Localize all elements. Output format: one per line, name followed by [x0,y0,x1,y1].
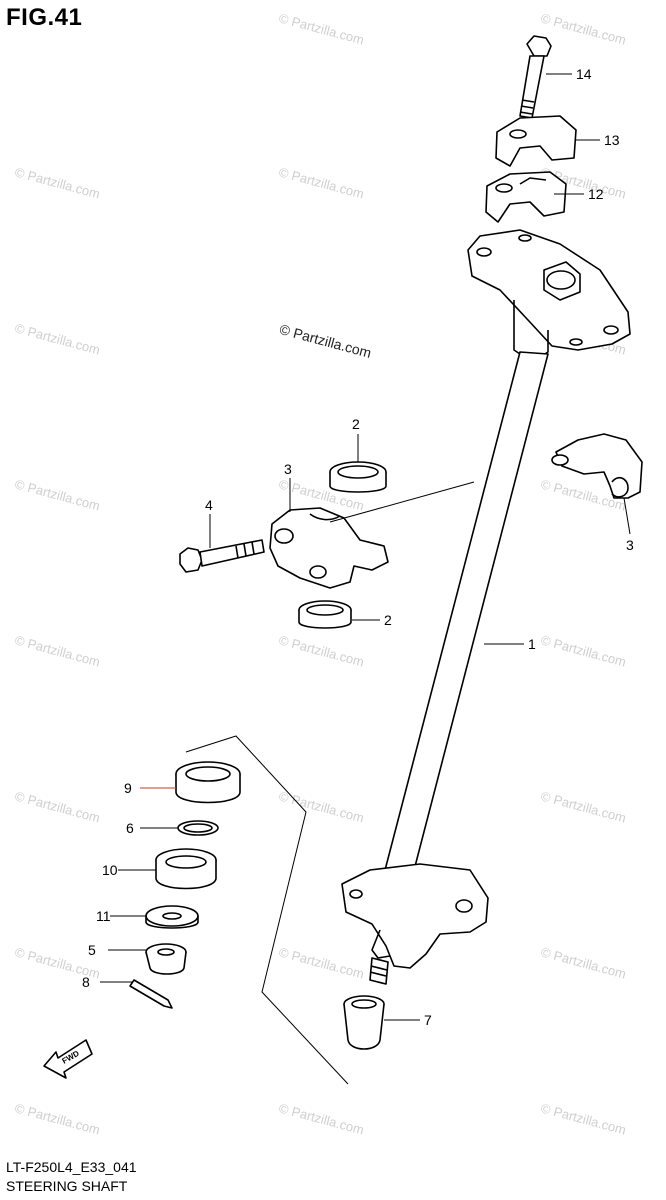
part-9-washer[interactable] [145,905,199,929]
model-code: LT-F250L4_E33_041 [6,1159,137,1175]
watermark: © Partzilla.com [539,10,628,47]
section-title: STEERING SHAFT [6,1178,128,1194]
part-12-lower-clamp[interactable] [485,171,567,223]
watermark: © Partzilla.com [13,164,102,201]
watermark: © Partzilla.com [13,632,102,669]
callout-12[interactable]: 12 [588,186,604,202]
part-3-left-holder[interactable] [269,507,389,589]
centerline [329,481,475,523]
callout-layer: 14 13 12 2 3 4 3 2 1 9 6 10 11 [82,66,634,1028]
callout-14[interactable]: 14 [576,66,592,82]
watermark: © Partzilla.com [539,788,628,825]
callout-11[interactable]: 8 [82,974,90,990]
part-14-bolt[interactable] [519,35,552,119]
watermark: © Partzilla.com [277,944,366,981]
callout-13[interactable]: 13 [604,132,620,148]
callout-2-lower[interactable]: 2 [384,612,392,628]
part-1-steering-shaft[interactable] [341,351,549,985]
part-13-upper-clamp[interactable] [495,115,577,167]
watermark: © Partzilla.com [277,788,366,825]
callout-5[interactable]: 6 [126,820,134,836]
callout-4[interactable]: 4 [205,497,213,513]
part-2-upper-bushing[interactable] [329,461,387,493]
watermark: © Partzilla.com [539,632,628,669]
callout-6[interactable]: 7 [424,1012,432,1028]
part-1-top-bracket[interactable] [467,229,631,363]
watermark: © Partzilla.com [13,1100,102,1137]
assembly-frame-line [185,735,349,1085]
watermark: © Partzilla.com [539,944,628,981]
part-8-bearing[interactable] [155,848,217,890]
part-3-right-holder[interactable] [551,433,643,499]
callout-7[interactable]: 9 [124,780,132,796]
part-5-ring[interactable] [177,820,219,836]
watermark: © Partzilla.com [277,10,366,47]
watermark: © Partzilla.com [277,632,366,669]
watermark: © Partzilla.com [13,476,102,513]
part-6-bushing[interactable] [343,995,385,1050]
watermark: © Partzilla.com [277,164,366,201]
parts-drawing: FWD [43,35,643,1085]
part-10-nut[interactable] [145,943,187,975]
callout-8[interactable]: 10 [102,862,118,878]
fwd-arrow-icon: FWD [43,1039,93,1079]
callout-10[interactable]: 5 [88,942,96,958]
part-11-cotter-pin[interactable] [129,979,173,1009]
watermark: © Partzilla.com [13,788,102,825]
callout-1[interactable]: 1 [528,636,536,652]
watermark: © Partzilla.com [539,1100,628,1137]
callout-3-right[interactable]: 3 [626,537,634,553]
watermark: © Partzilla.com [13,320,102,357]
part-4-bolt[interactable] [179,539,265,573]
figure-title: FIG.41 [6,4,83,31]
callout-9[interactable]: 11 [96,908,111,924]
part-7-bearing[interactable] [175,761,241,804]
callout-2-upper[interactable]: 2 [352,416,360,432]
watermark: © Partzilla.com [277,1100,366,1137]
part-2-lower-bushing[interactable] [298,600,352,629]
leader-3b [623,497,631,535]
callout-3-left[interactable]: 3 [284,461,292,477]
